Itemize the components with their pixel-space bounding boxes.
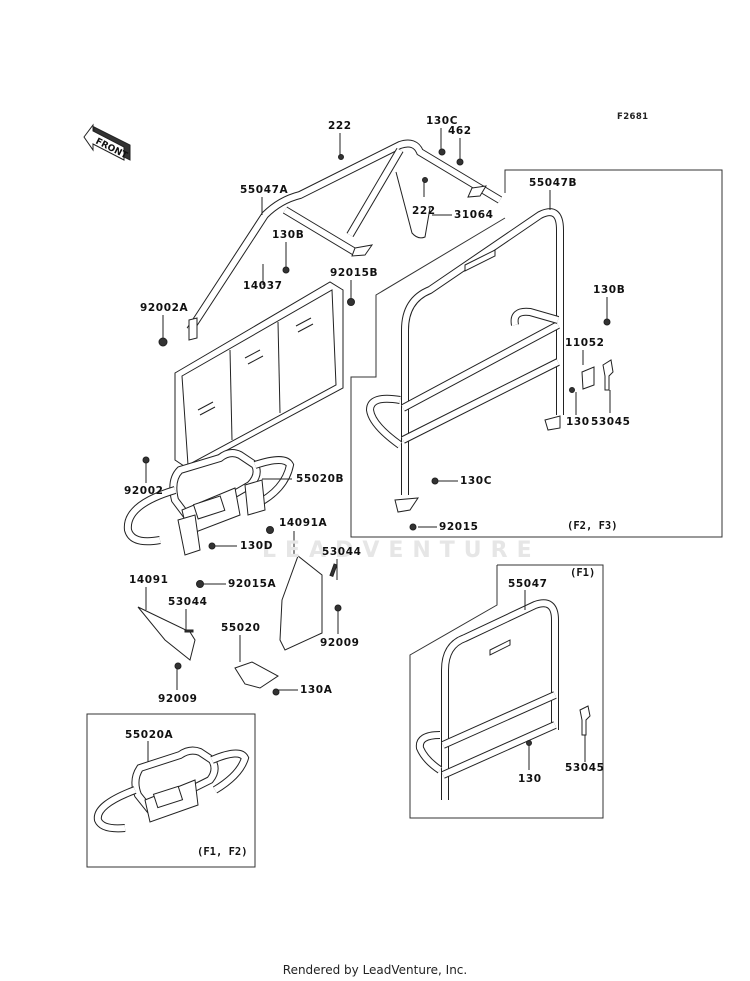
roll-cage-55047b [365, 208, 564, 513]
bracket-11052 [581, 366, 595, 390]
callout-222[interactable]: 222 [328, 120, 352, 132]
callout-55047[interactable]: 55047 [508, 578, 548, 590]
rail-31064 [395, 171, 431, 239]
callout-53044[interactable]: 53044 [322, 546, 362, 558]
variant-box-f1-f2 [86, 713, 256, 868]
callout-92015b[interactable]: 92015B [330, 267, 379, 279]
roof-frame-55047a [186, 139, 503, 341]
plate-55020 [234, 661, 279, 689]
leader-lines [145, 128, 611, 770]
fasteners [142, 148, 611, 746]
callout-92009[interactable]: 92009 [320, 637, 360, 649]
variant-label-f2-f3: (F2, F3) [567, 520, 618, 532]
callout-53045[interactable]: 53045 [591, 416, 631, 428]
roll-cage-55047 [415, 599, 559, 800]
callout-53044-b[interactable]: 53044 [168, 596, 208, 608]
callout-130a[interactable]: 130A [300, 684, 333, 696]
latch-53045-f1 [579, 705, 591, 736]
bumper-55020a [93, 746, 250, 833]
front-arrow-icon [83, 123, 131, 161]
callout-55020[interactable]: 55020 [221, 622, 261, 634]
callout-92015a[interactable]: 92015A [228, 578, 277, 590]
callout-130-f1[interactable]: 130 [518, 773, 542, 785]
figure-code: F2681 [617, 112, 649, 122]
callout-222-b[interactable]: 222 [412, 205, 436, 217]
callout-14091[interactable]: 14091 [129, 574, 169, 586]
watermark: LEADVENTURE [262, 538, 541, 563]
variant-label-f1: (F1) [570, 567, 596, 579]
cover-14091 [137, 606, 196, 661]
callout-14091a[interactable]: 14091A [279, 517, 328, 529]
footer-credit: Rendered by LeadVenture, Inc. [282, 963, 468, 977]
callout-55047a[interactable]: 55047A [240, 184, 289, 196]
callout-92002a[interactable]: 92002A [140, 302, 189, 314]
callout-130b-right[interactable]: 130B [593, 284, 626, 296]
variant-label-f1-f2: (F1, F2) [197, 846, 248, 858]
callout-130c-bottom[interactable]: 130C [460, 475, 493, 487]
callout-130b[interactable]: 130B [272, 229, 305, 241]
window-14037 [174, 281, 344, 471]
variant-box-f1 [409, 564, 604, 819]
callout-31064[interactable]: 31064 [454, 209, 494, 221]
callout-92002[interactable]: 92002 [124, 485, 164, 497]
callout-55020a[interactable]: 55020A [125, 729, 174, 741]
callout-92009-b[interactable]: 92009 [158, 693, 198, 705]
callout-55020b[interactable]: 55020B [296, 473, 345, 485]
latch-53045 [602, 359, 614, 391]
callout-130d[interactable]: 130D [240, 540, 274, 552]
callout-55047b[interactable]: 55047B [529, 177, 578, 189]
variant-box-f2-f3 [350, 169, 723, 538]
bumper-55020b [123, 449, 295, 556]
cover-14091a [279, 555, 323, 651]
callout-11052[interactable]: 11052 [565, 337, 605, 349]
callout-14037[interactable]: 14037 [243, 280, 283, 292]
callout-53045-f1[interactable]: 53045 [565, 762, 605, 774]
callout-130-f2[interactable]: 130 [566, 416, 590, 428]
callout-462[interactable]: 462 [448, 125, 472, 137]
callout-92015[interactable]: 92015 [439, 521, 479, 533]
callout-130c[interactable]: 130C [426, 115, 459, 127]
